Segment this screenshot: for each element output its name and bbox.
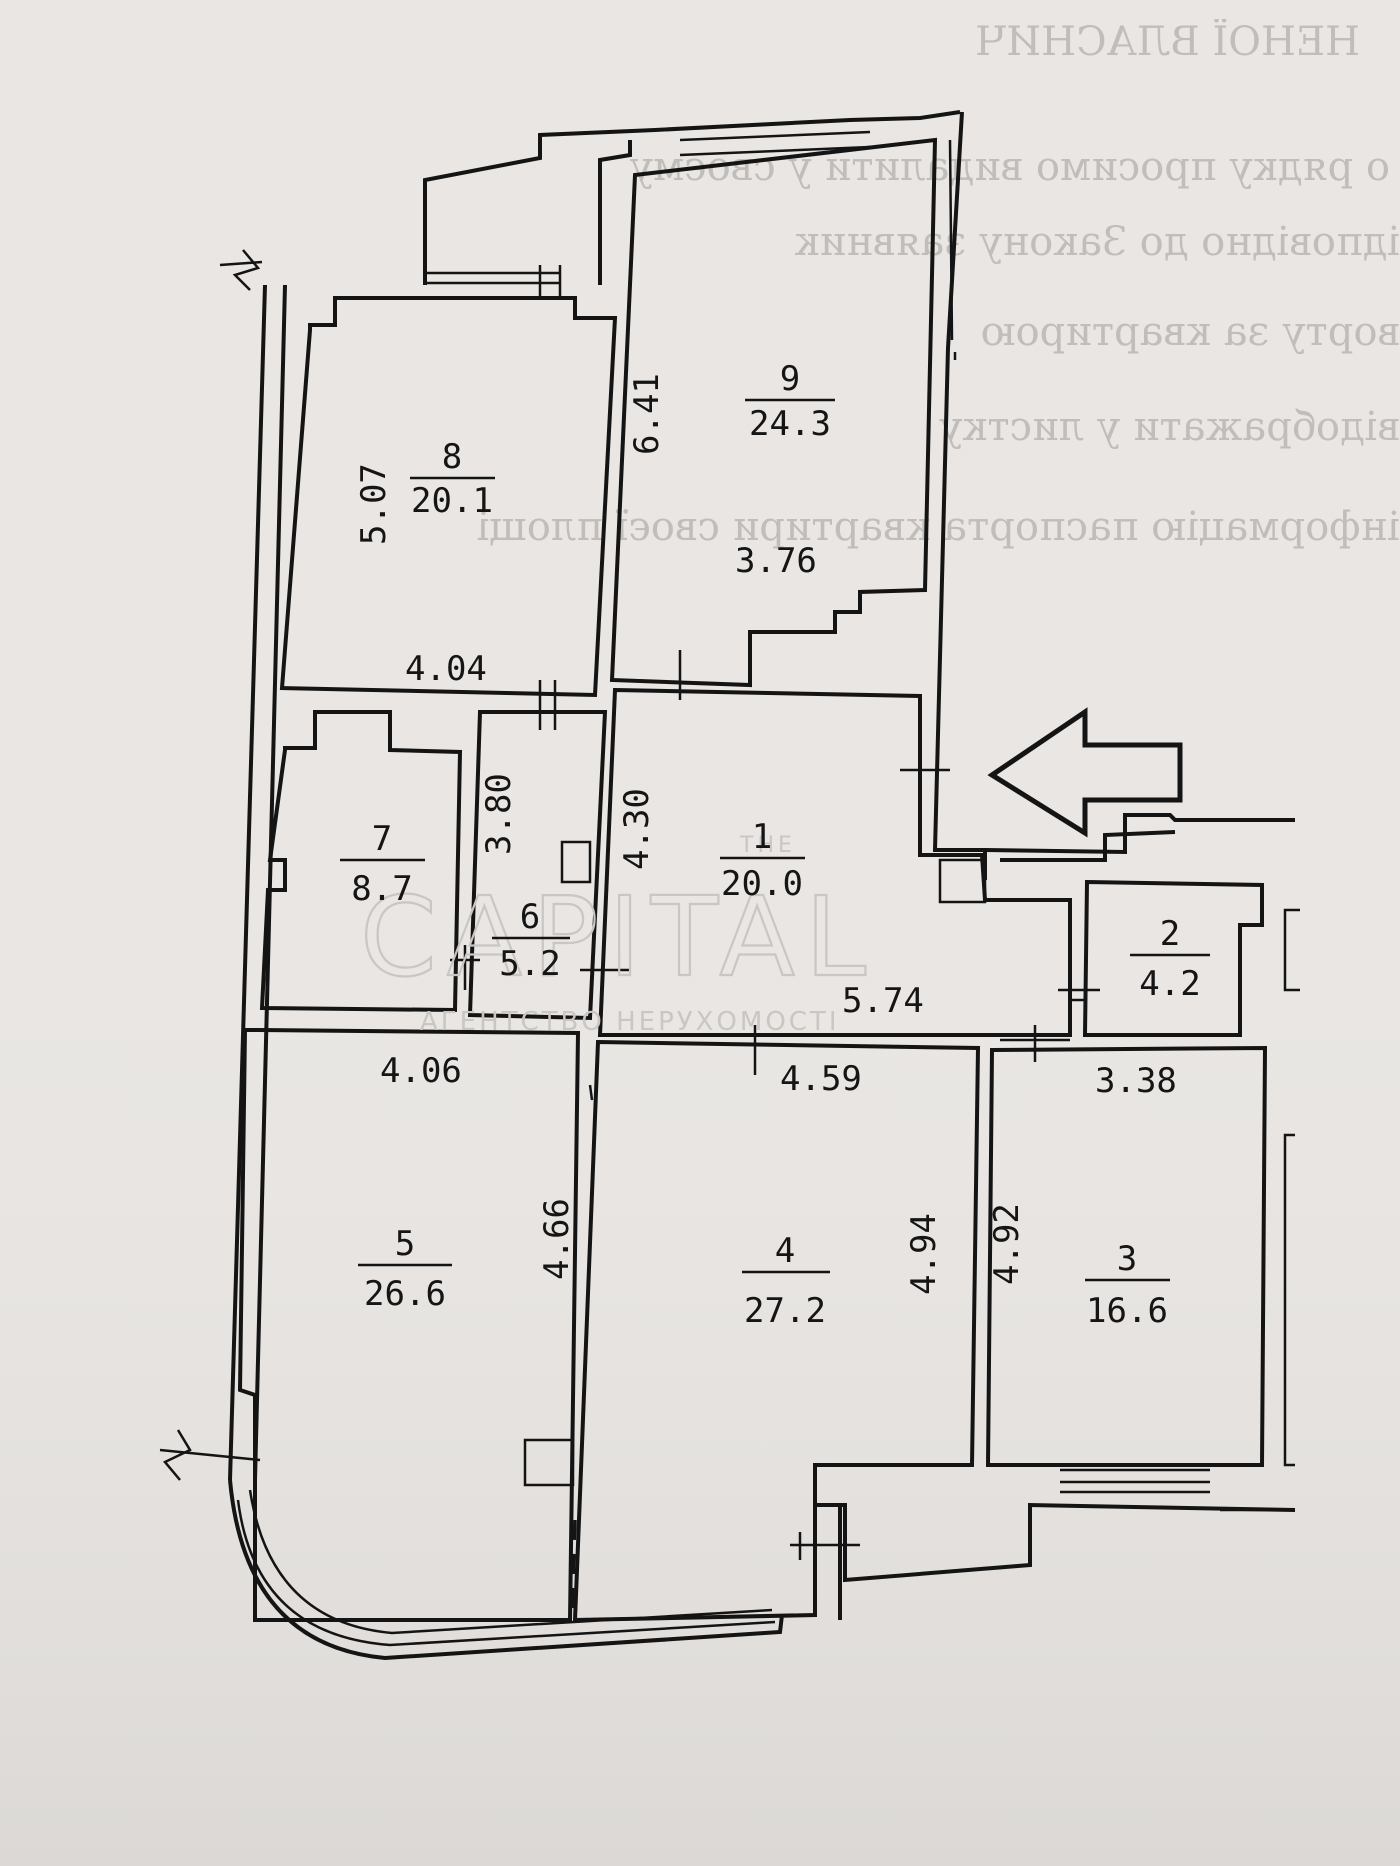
room-6-label: 6 5.2 — [492, 897, 570, 984]
room-9-label: 9 24.3 — [745, 359, 835, 444]
room-5-label: 5 26.6 — [358, 1224, 452, 1314]
room-4-number: 4 — [775, 1231, 795, 1271]
watermark: THE CAPITAL АГЕНТСТВО НЕРУХОМОСТІ — [359, 833, 876, 1037]
room-4-label: 4 27.2 — [742, 1231, 830, 1331]
room-4-area: 27.2 — [744, 1291, 826, 1331]
dim-4-92: 4.92 — [987, 1203, 1027, 1285]
outer-left-wall-outer — [228, 284, 267, 1481]
room-9-area: 24.3 — [749, 404, 831, 444]
room-8-walls — [279, 296, 618, 698]
room-2-label: 2 4.2 — [1130, 914, 1210, 1004]
room-5-area: 26.6 — [364, 1274, 446, 1314]
dimensions: 5.07 4.04 6.41 3.76 3.80 4.30 5.74 4.06 … — [354, 373, 1177, 1295]
bleed-line-6: інформацію паспорта квартири своєї площі — [477, 504, 1400, 550]
dim-4-04: 4.04 — [405, 649, 487, 689]
room-7-number: 7 — [372, 819, 392, 859]
room-3-label: 3 16.6 — [1085, 1239, 1170, 1331]
room-5-walls — [237, 1028, 581, 1622]
outer-left-wall — [253, 284, 287, 1481]
room-2-area: 4.2 — [1139, 964, 1200, 1004]
dim-3-76: 3.76 — [735, 541, 817, 581]
watermark-top: THE — [739, 833, 796, 858]
watermark-brand: CAPITAL — [360, 873, 876, 1001]
room-6-area: 5.2 — [499, 944, 560, 984]
room-3-number: 3 — [1117, 1239, 1137, 1279]
bleed-line-3: ідповідно до Закону заявник — [795, 219, 1400, 265]
room-3-area: 16.6 — [1086, 1291, 1168, 1331]
room-7-label: 7 8.7 — [340, 819, 425, 909]
room-1-area: 20.0 — [721, 864, 803, 904]
dim-4-59: 4.59 — [780, 1059, 862, 1099]
arrow-left-icon — [987, 707, 1183, 838]
dim-4-66: 4.66 — [537, 1198, 577, 1280]
bleed-line-1: НЕНОЇ ВЛАСНИЧ — [975, 19, 1360, 65]
room-4-walls — [572, 1039, 981, 1623]
watermark-sub: АГЕНТСТВО НЕРУХОМОСТІ — [420, 1007, 839, 1037]
room-9-number: 9 — [780, 359, 800, 399]
room-6-number: 6 — [520, 897, 540, 937]
bleed-line-5: відображати у листку — [938, 404, 1400, 450]
room-1-number: 1 — [752, 817, 772, 857]
dim-4-94: 4.94 — [904, 1213, 944, 1295]
room-8-label: 8 20.1 — [410, 437, 495, 521]
top-balcony-wall — [423, 110, 961, 285]
bleed-line-4: ворту за квартирою — [981, 309, 1400, 355]
room-8-number: 8 — [442, 437, 462, 477]
dim-4-06: 4.06 — [380, 1051, 462, 1091]
bleed-line-2: о рядку просимо видалити у своєму — [629, 144, 1390, 190]
room-8-area: 20.1 — [411, 481, 493, 521]
dim-3-38: 3.38 — [1095, 1061, 1177, 1101]
dim-6-41: 6.41 — [627, 373, 667, 455]
room-1-label: 1 20.0 — [720, 817, 805, 904]
room-labels: 9 24.3 8 20.1 7 8.7 6 5.2 1 20.0 2 4.2 — [340, 359, 1210, 1331]
room-7-area: 8.7 — [351, 869, 412, 909]
room-6-walls — [467, 710, 608, 1021]
bleed-through-text: НЕНОЇ ВЛАСНИЧ о рядку просимо видалити у… — [477, 19, 1400, 550]
room-2-number: 2 — [1160, 914, 1180, 954]
dim-3-80: 3.80 — [479, 773, 519, 855]
room-3-walls — [985, 1045, 1268, 1467]
room-7-walls — [259, 710, 463, 1013]
dim-5-07: 5.07 — [354, 463, 394, 545]
rounded-balcony — [228, 1479, 784, 1661]
dim-5-74: 5.74 — [842, 981, 924, 1021]
room-2-walls — [1082, 879, 1264, 1037]
room-5-number: 5 — [395, 1224, 415, 1264]
room-9-walls — [609, 137, 938, 688]
walls — [159, 110, 1300, 1661]
dim-4-30: 4.30 — [617, 788, 657, 870]
